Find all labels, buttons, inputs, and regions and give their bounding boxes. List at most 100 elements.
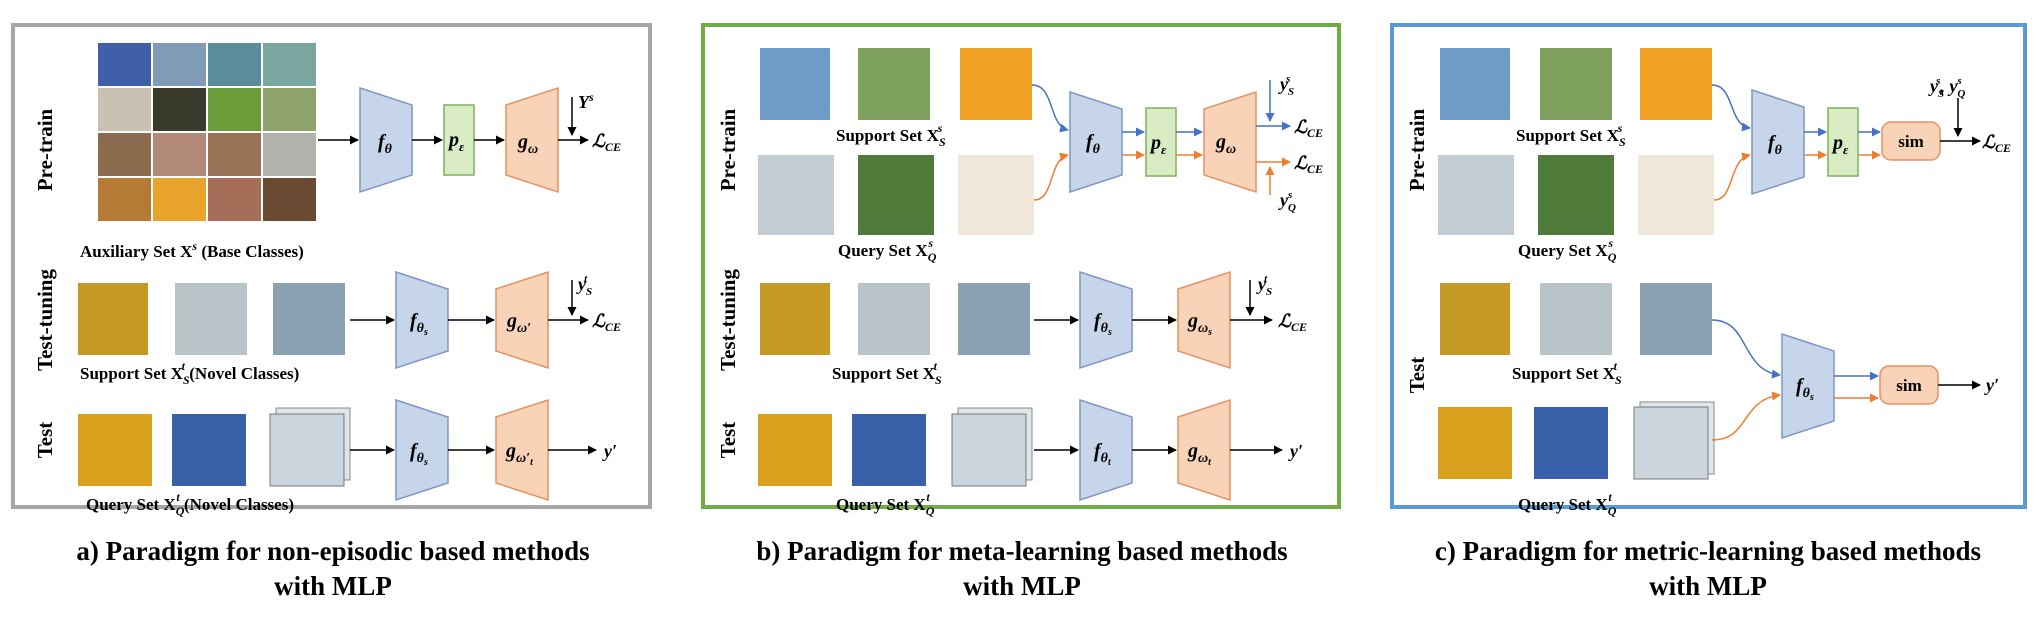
loss-pretrain: ℒCE — [592, 131, 621, 154]
aux-img-interior — [98, 133, 151, 176]
panel-c-frame — [1390, 23, 2027, 509]
query-set-label-a: Query Set XQt (Novel Classes) — [86, 490, 294, 518]
projector-pretrain-c-label: pε — [1831, 132, 1849, 157]
query-t-label-b: Query Set XQt — [836, 490, 935, 518]
head-test — [495, 398, 549, 502]
head-test-b-label: gωt — [1187, 440, 1212, 468]
projector-pretrain-label: pε — [447, 129, 465, 154]
query-images-b — [758, 155, 1034, 235]
img-sailboat-query-c — [1534, 407, 1608, 479]
head-pretrain-label: gω — [517, 131, 538, 157]
panel-b: Pre-train Test-tuning Test Support Set X… — [701, 23, 1341, 601]
head-pretrain-b — [1203, 90, 1257, 194]
query-images-c — [1438, 155, 1714, 235]
encoder-tuning-label: fθs — [410, 310, 428, 338]
projector-pretrain-b — [1145, 107, 1177, 177]
stage-label-testtuning-b: Test-tuning — [716, 269, 740, 371]
arrow-query-t-to-encoder-c — [1711, 391, 1781, 441]
img-bus-support-b — [760, 283, 830, 355]
loss-tuning: ℒCE — [592, 311, 621, 334]
encoder-pretrain-label: fθ — [378, 131, 393, 157]
stage-label-test-c: Test — [1405, 357, 1429, 394]
output-y-a: y′ — [602, 441, 617, 461]
panel-b-frame — [701, 23, 1341, 509]
arrow-query-to-encoder-b — [1033, 152, 1069, 201]
support-set-label-b: Support Set XSs — [836, 121, 946, 149]
img-dog-support-b — [858, 48, 930, 120]
img-bus-query-b — [758, 414, 832, 486]
query-t-images-b — [758, 407, 1033, 487]
support-t-label-b: Support Set XSt — [832, 359, 942, 387]
arrow-support-t-to-encoder-c — [1711, 319, 1781, 379]
query-images-a — [78, 407, 351, 487]
aux-img-toucan — [153, 88, 206, 131]
label-yt-b: ySt — [1256, 273, 1272, 298]
panel-a-frame — [11, 23, 652, 509]
head-test-label: gω′t — [505, 440, 534, 468]
aux-set-label: Auxiliary Set Xs (Base Classes) — [80, 239, 304, 261]
img-orange-query-c — [1638, 155, 1714, 235]
img-husky-query — [269, 413, 345, 487]
caption-b-line1: b) Paradigm for meta-learning based meth… — [756, 536, 1287, 566]
img-bus-query — [78, 414, 152, 486]
label-yt-a: ySt — [576, 273, 592, 298]
encoder-tuning — [395, 270, 449, 370]
img-dog-query-b — [858, 155, 934, 235]
img-dog-query-c — [1538, 155, 1614, 235]
aux-img-orange — [153, 178, 206, 221]
sim-pretrain-label: sim — [1898, 132, 1924, 151]
panel-a: Pre-train Test-tuning Test Auxiliary Set… — [11, 23, 652, 601]
img-sailboat-query-b — [852, 414, 926, 486]
img-sailboat-support-b — [858, 283, 930, 355]
support-set-label-a: Support Set XSt (Novel Classes) — [80, 359, 299, 387]
query-set-label-b: Query Set XQs — [838, 236, 937, 264]
aux-img-jellyfish — [98, 43, 151, 86]
support-set-label-c: Support Set XSs — [1516, 121, 1626, 149]
head-tuning — [495, 270, 549, 370]
img-husky-support — [273, 283, 345, 355]
labels-yS-yQ-c: ySs, yQs — [1928, 75, 1965, 100]
stage-label-test-b: Test — [716, 422, 740, 459]
loss-tuning-b: ℒCE — [1278, 311, 1307, 334]
aux-img-dugong — [263, 43, 316, 86]
encoder-pretrain-b — [1069, 90, 1123, 194]
aux-img-shells — [153, 133, 206, 176]
stage-label-pretrain-b: Pre-train — [716, 108, 740, 191]
encoder-test — [395, 398, 449, 502]
output-y-b: y′ — [1288, 441, 1303, 461]
caption-a-line2: with MLP — [274, 571, 392, 601]
loss-b-support: ℒCE — [1294, 117, 1323, 140]
head-test-b — [1177, 398, 1231, 502]
encoder-test-c — [1781, 332, 1835, 440]
support-images-a — [78, 283, 345, 355]
auxiliary-image-grid — [98, 43, 316, 221]
head-tuning-label: gω′ — [506, 310, 531, 336]
aux-img-vase — [98, 88, 151, 131]
label-yS-b: ySs — [1278, 73, 1294, 98]
projector-pretrain-b-label: pε — [1149, 132, 1167, 157]
img-orange-support-b — [960, 48, 1032, 120]
encoder-test-b-label: fθt — [1094, 440, 1112, 468]
aux-img-cabinet — [263, 178, 316, 221]
support-images-c — [1440, 48, 1712, 120]
panel-c: Pre-train Test Support Set XSs Query Set… — [1390, 23, 2027, 601]
img-sailboat-query — [172, 414, 246, 486]
caption-a-line1: a) Paradigm for non-episodic based metho… — [76, 536, 589, 566]
caption-c-line1: c) Paradigm for metric-learning based me… — [1435, 536, 1981, 566]
img-bird-support-b — [760, 48, 830, 120]
img-bus-support — [78, 283, 148, 355]
arrow-support-to-encoder-b — [1031, 84, 1069, 133]
aux-img-drink — [208, 133, 261, 176]
arrow-query-to-encoder-c — [1713, 152, 1751, 201]
head-tuning-b — [1177, 270, 1231, 370]
img-bus-query-c — [1438, 407, 1512, 479]
img-husky-query-b — [951, 413, 1027, 487]
aux-img-people — [208, 178, 261, 221]
img-husky-query-c — [1633, 406, 1709, 480]
projector-pretrain — [443, 104, 475, 176]
support-t-label-c: Support Set XSt — [1512, 359, 1622, 387]
support-images-b — [760, 48, 1032, 120]
img-orange-support-c — [1640, 48, 1712, 120]
aux-img-fish — [208, 43, 261, 86]
